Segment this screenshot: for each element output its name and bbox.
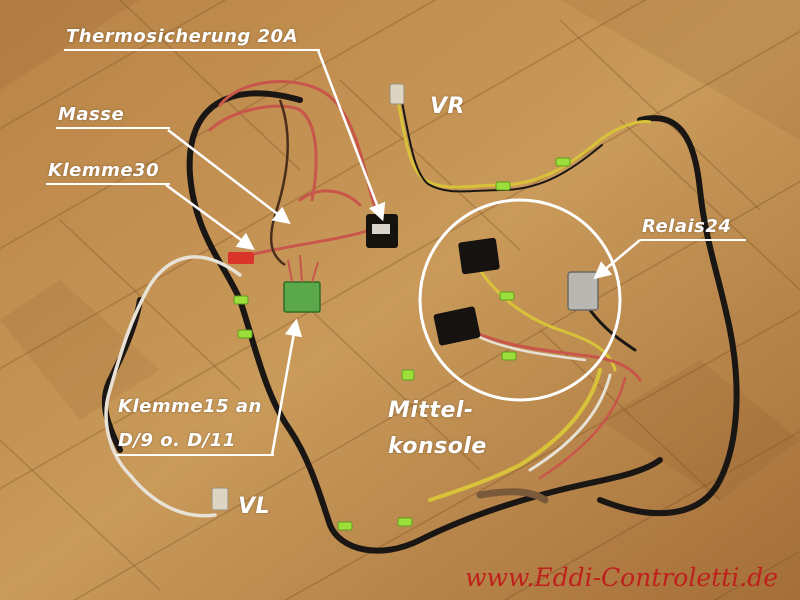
mittelkonsole-circle	[418, 198, 622, 402]
label-masse: Masse	[58, 104, 125, 125]
label-klemme15-line1: Klemme15 an	[118, 396, 262, 417]
green-cable-clips	[233, 157, 571, 531]
label-mittel-line2: konsole	[388, 434, 487, 459]
label-vr: VR	[430, 94, 465, 119]
label-thermosicherung: Thermosicherung 20A	[66, 26, 299, 47]
website-watermark: www.Eddi-Controletti.de	[465, 563, 778, 592]
mittelkonsole-connectors	[433, 237, 599, 346]
green-terminal-block	[283, 254, 321, 313]
vr-connector	[389, 83, 405, 105]
red-connector	[228, 252, 254, 264]
wood-tone-patches	[0, 0, 800, 500]
label-vl: VL	[238, 494, 271, 519]
vl-connector	[211, 487, 229, 511]
pointer-lines	[165, 49, 641, 456]
label-relais24: Relais24	[642, 216, 732, 237]
mittelkonsole-wires	[428, 268, 642, 504]
label-mittel-line1: Mittel-	[388, 398, 474, 423]
fuse-holder	[366, 214, 398, 248]
underlines	[46, 49, 746, 456]
label-klemme30: Klemme30	[48, 160, 160, 181]
label-klemme15-line2: D/9 o. D/11	[118, 430, 236, 451]
white-wire-vl	[104, 255, 242, 518]
